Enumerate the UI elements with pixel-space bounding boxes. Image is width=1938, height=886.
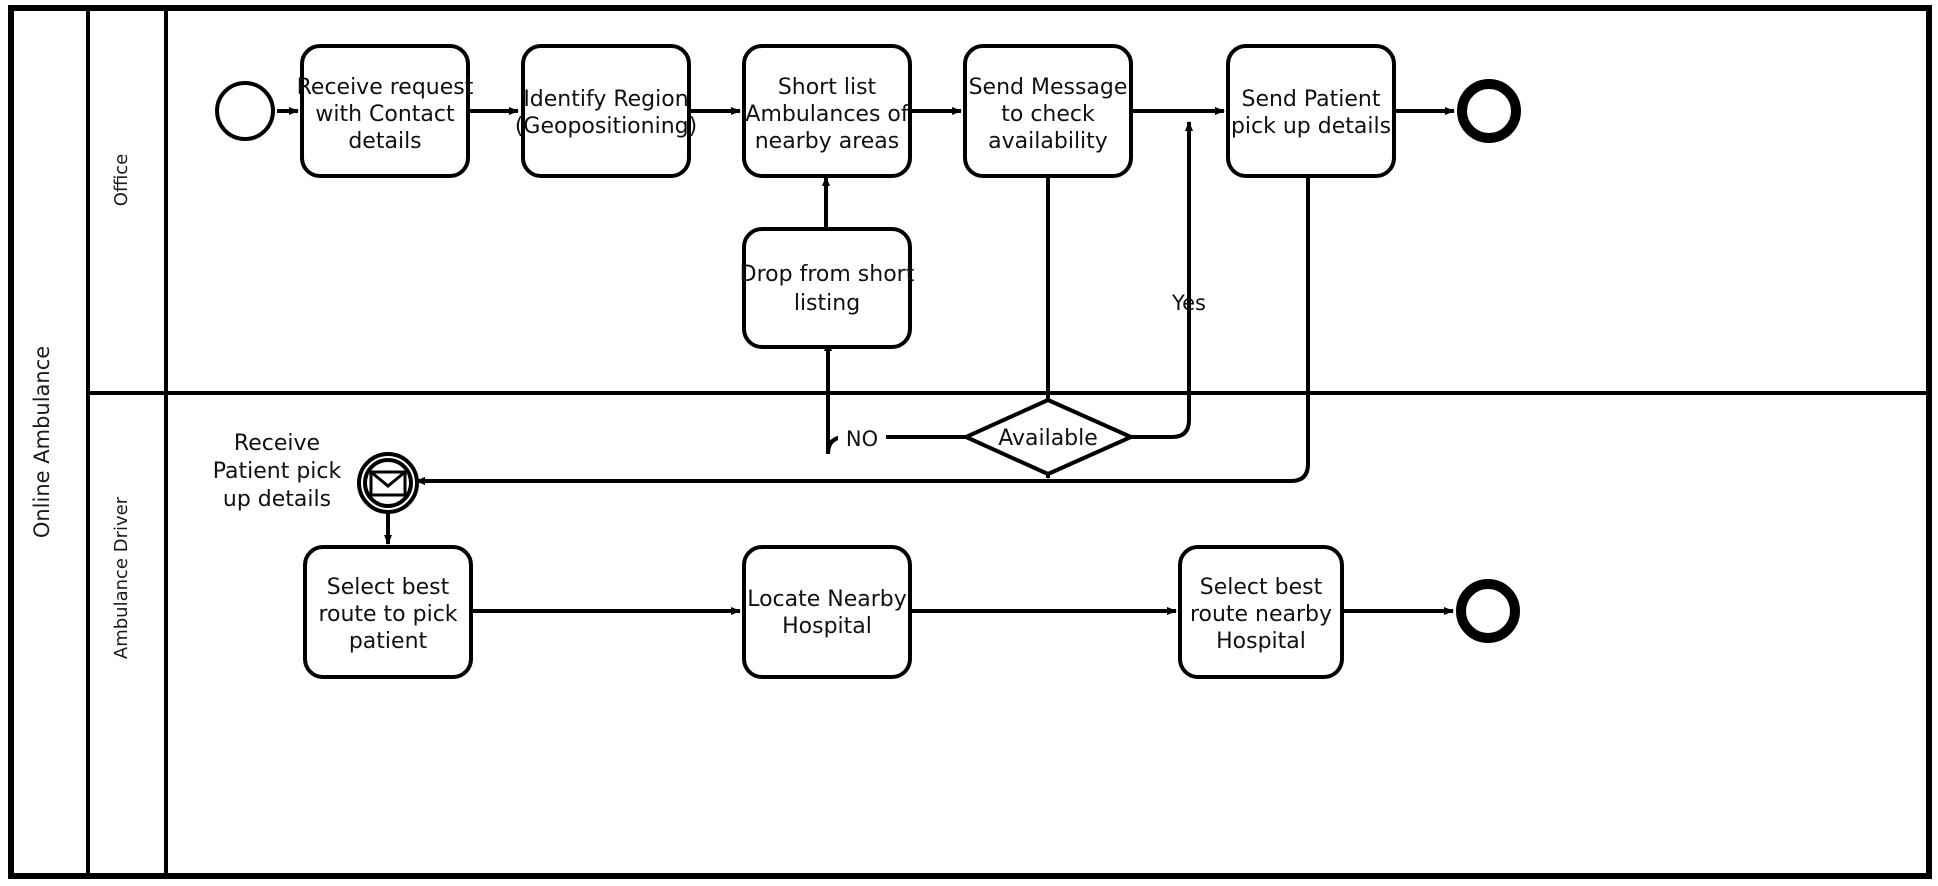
start-event[interactable] (215, 81, 275, 141)
task-locate-nearby-hospital[interactable]: Locate Nearby Hospital (742, 545, 912, 679)
task-label-line: to check (1001, 102, 1095, 127)
end-event-office[interactable] (1457, 79, 1521, 143)
task-label-line: nearby areas (755, 129, 900, 154)
gateway-available[interactable]: Available (961, 397, 1136, 477)
message-receive-event-label: Receive Patient pick up details (213, 431, 342, 512)
task-label-line: route nearby (1190, 602, 1332, 627)
flow-t5-to-message-event (415, 172, 1310, 485)
task-identify-region[interactable]: Identify Region (Geopositioning) (515, 44, 697, 178)
task-short-list-ambulances[interactable]: Short list Ambulances of nearby areas (742, 44, 912, 178)
sequence-flows (277, 107, 1455, 615)
lane-title-ambulance-driver: Ambulance Driver (111, 496, 132, 659)
task-select-best-route-nearby-hospital[interactable]: Select best route nearby Hospital (1178, 545, 1344, 679)
task-label-line: details (348, 129, 421, 154)
task-send-patient-pickup-details[interactable]: Send Patient pick up details (1226, 44, 1396, 178)
task-send-message-check-availability[interactable]: Send Message to check availability (963, 44, 1133, 178)
pool-title: Online Ambulance (30, 346, 54, 538)
task-label-line: Select best (327, 575, 450, 600)
message-receive-event[interactable] (357, 452, 419, 514)
flow-label-no-group: NO (838, 420, 886, 454)
flow-label-no: NO (846, 427, 878, 451)
task-label-line: (Geopositioning) (515, 114, 697, 139)
flow-gateway-yes-to-t5 (1131, 121, 1193, 439)
task-label-line: route to pick (318, 602, 457, 627)
task-label-line: Ambulances of (745, 102, 909, 127)
task-label-line: listing (794, 291, 860, 316)
event-label-line: up details (223, 487, 331, 512)
task-label-line: pick up details (1231, 114, 1391, 139)
envelope-icon (369, 470, 407, 497)
task-label-line: Send Patient (1241, 87, 1380, 112)
task-label-line: Short list (778, 75, 877, 100)
lane-title-driver-text: Ambulance Driver (111, 496, 132, 659)
task-label-line: patient (349, 629, 428, 654)
event-label-line: Patient pick (213, 459, 342, 484)
task-label-line: availability (988, 129, 1108, 154)
lane-title-office: Office (111, 154, 132, 207)
pool-title-text: Online Ambulance (30, 346, 54, 538)
task-label-line: Receive request (297, 75, 474, 100)
task-label-line: Drop from short (740, 262, 915, 287)
task-label-line: Hospital (782, 614, 872, 639)
task-label-line: Locate Nearby (747, 587, 907, 612)
flow-label-yes: Yes (1171, 291, 1206, 315)
task-label-line: Hospital (1216, 629, 1306, 654)
task-select-best-route-pick-patient[interactable]: Select best route to pick patient (303, 545, 473, 679)
task-label-line: Identify Region (523, 87, 688, 112)
task-label-line: Send Message (969, 75, 1128, 100)
task-label-line: with Contact (315, 102, 455, 127)
end-event-driver[interactable] (1456, 579, 1520, 643)
task-drop-from-short-listing[interactable]: Drop from short listing (740, 227, 915, 349)
gateway-label-available: Available (998, 426, 1098, 451)
task-receive-request[interactable]: Receive request with Contact details (297, 44, 474, 178)
event-label-line: Receive (234, 431, 320, 456)
lane-title-office-text: Office (111, 154, 132, 207)
task-label-line: Select best (1200, 575, 1323, 600)
